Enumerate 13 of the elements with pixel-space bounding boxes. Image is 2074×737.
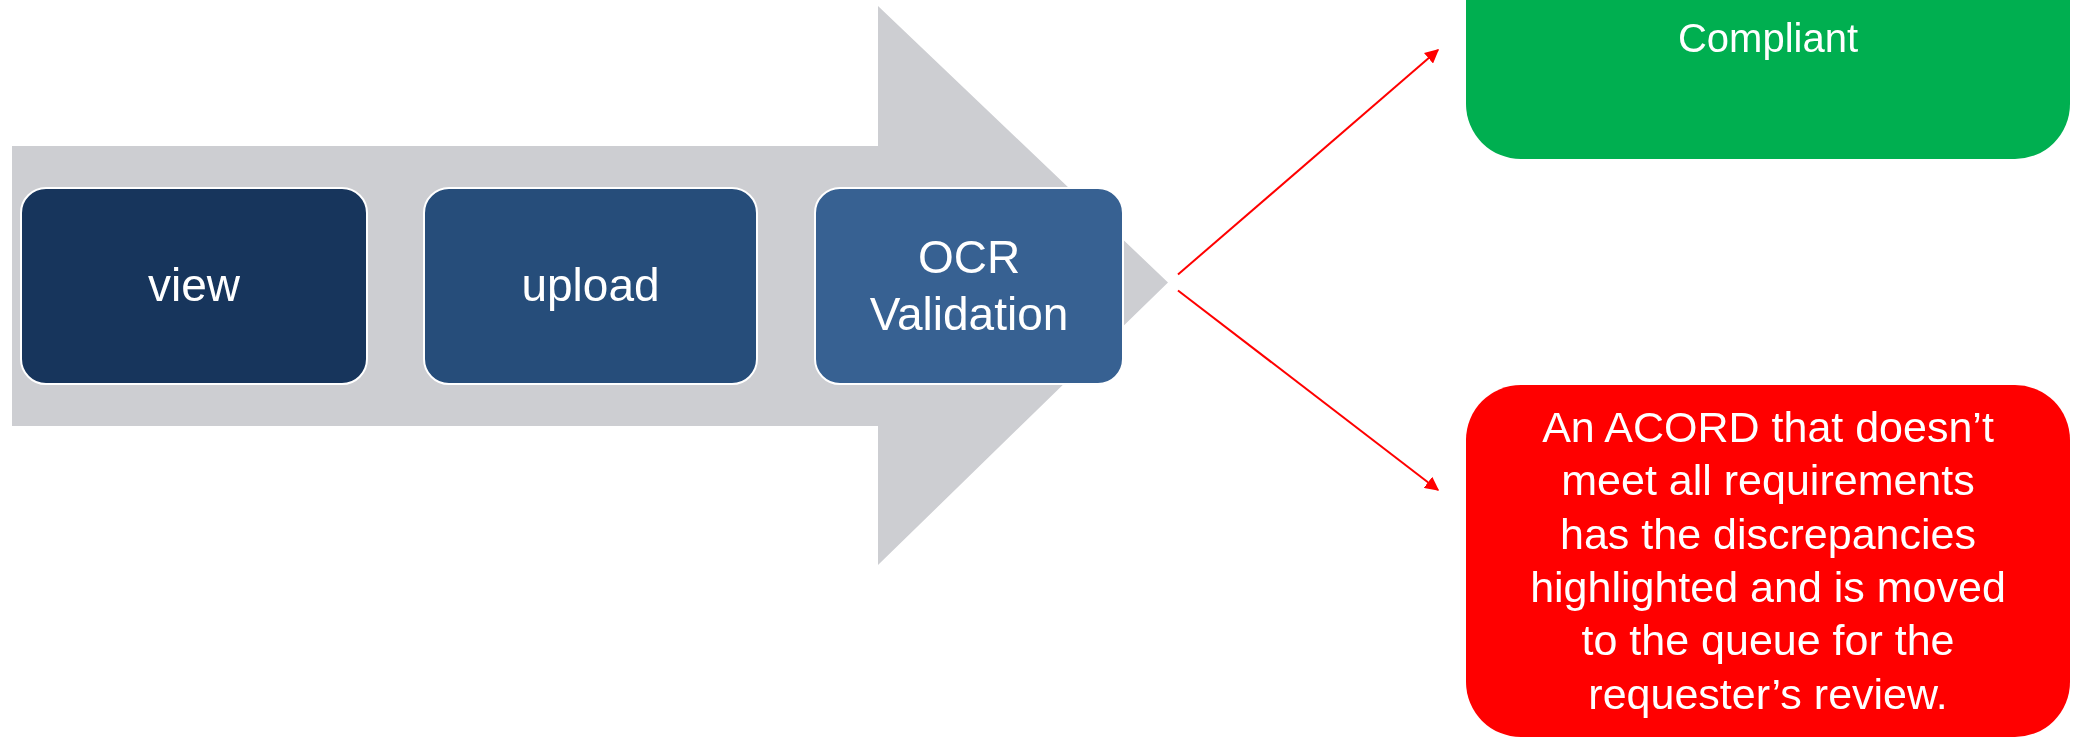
result-box — [1466, 0, 2070, 159]
block-arrow — [12, 6, 1168, 565]
box-label: upload — [521, 258, 660, 314]
process-box — [814, 187, 1124, 385]
process-box — [423, 187, 758, 385]
result-box — [1466, 385, 2070, 737]
arrow — [1177, 49, 1440, 276]
box-label: Compliant — [1677, 15, 1859, 62]
arrow — [1177, 289, 1440, 491]
process-box — [20, 187, 368, 385]
box-label: view — [148, 258, 240, 314]
box-label: OCR Validation — [868, 229, 1070, 342]
box-label: An ACORD that doesn’t meet all requirements has the discrepancies highlighted and is moved to the queue for the requester’s review. — [1529, 402, 2007, 720]
